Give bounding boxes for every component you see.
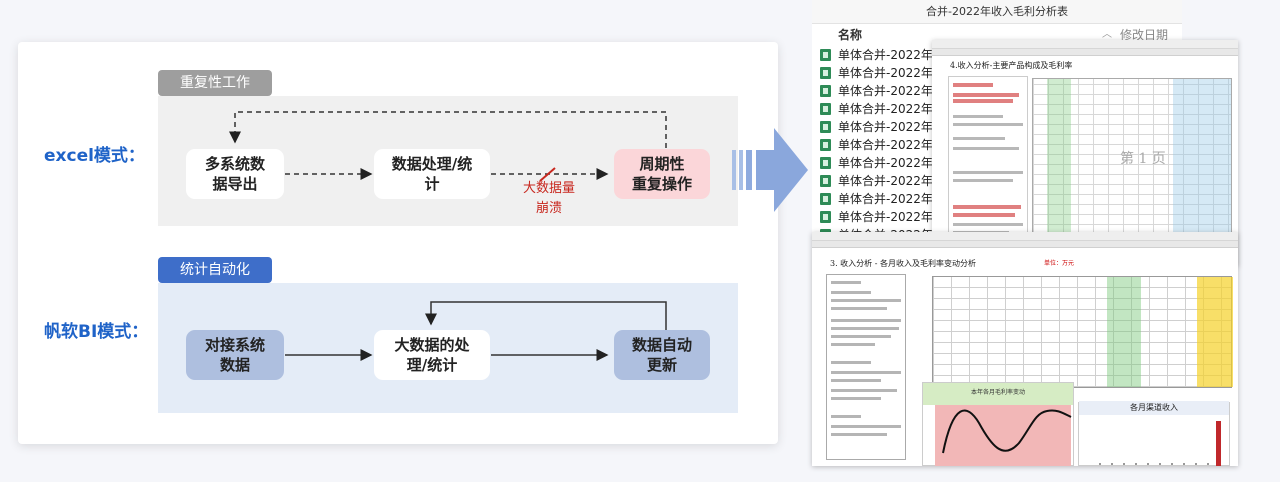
file-item[interactable]: 单体合并-2022年1月 [812, 46, 1182, 64]
file-item[interactable]: 单体合并-2022年8月 [812, 172, 1182, 190]
repetitive-work-tag: 重复性工作 [158, 70, 272, 96]
sheet1-data-table [1032, 78, 1232, 256]
transition-arrow-icon [732, 128, 808, 212]
excel-file-icon [820, 175, 831, 187]
spreadsheet-preview-product-margin: 4.收入分析-主要产品构成及毛利率 第 1 页 [932, 40, 1238, 266]
excel-file-icon [820, 121, 831, 133]
file-name: 单体合并-2022年9月 [838, 192, 953, 206]
channel-revenue-bar [1216, 421, 1221, 466]
monthly-margin-curve [942, 409, 1072, 454]
file-item[interactable]: 单体合并-2022年6月 [812, 136, 1182, 154]
excel-file-icon [820, 211, 831, 223]
file-item[interactable]: 单体合并-2022年2月 [812, 64, 1182, 82]
channel-revenue-chart: 各月渠道收入 [1078, 401, 1230, 466]
file-item[interactable]: 单体合并-2022年9月 [812, 190, 1182, 208]
sheet2-title: 3. 收入分析 - 各月收入及毛利率变动分析 [830, 259, 976, 268]
file-item[interactable]: 单体合并-2022年10月 [812, 208, 1182, 226]
sheet2-unit: 单位：万元 [1044, 260, 1075, 267]
column-modified-date[interactable]: 修改日期 [1120, 28, 1169, 42]
excel-file-icon [820, 49, 831, 61]
node-auto-update: 数据自动 更新 [614, 330, 710, 380]
big-data-collapse-label: 大数据量 崩溃 [523, 181, 576, 216]
file-item[interactable]: 单体合并-2022年4月 [812, 100, 1182, 118]
channel-revenue-chart-title: 各月渠道收入 [1079, 401, 1229, 415]
file-name: 单体合并-2022年6月 [838, 138, 953, 152]
excel-file-icon [820, 85, 831, 97]
collapse-strike [539, 167, 556, 182]
monthly-margin-chart-title: 本年各月毛利率变动 [970, 389, 1025, 396]
excel-file-icon [820, 67, 831, 79]
excel-mode-label: excel模式： [44, 146, 145, 166]
formula-bar-2 [812, 232, 1238, 241]
window-title: 合并-2022年收入毛利分析表 [812, 0, 1182, 24]
file-name: 单体合并-2022年3月 [838, 84, 953, 98]
page-watermark: 第 1 页 [1120, 151, 1166, 167]
node-periodic-repeat: 周期性 重复操作 [614, 149, 710, 199]
excel-loop-arrow [229, 111, 667, 148]
file-list-header: 名称 ︿ 修改日期 [812, 24, 1182, 46]
file-name: 单体合并-2022年8月 [838, 174, 953, 188]
node-multi-system-export: 多系统数 据导出 [186, 149, 284, 199]
bi-loop-arrow [425, 301, 667, 330]
node-system-integration: 对接系统 数据 [186, 330, 284, 380]
diagram-connectors [229, 111, 667, 361]
sheet2-data-table [932, 276, 1233, 388]
file-name: 单体合并-2022年1月 [838, 48, 953, 62]
file-name: 单体合并-2022年4月 [838, 102, 953, 116]
sheet2-notes-box [826, 274, 906, 460]
file-name: 单体合并-2022年5月 [838, 120, 953, 134]
file-item[interactable]: 单体合并-2022年5月 [812, 118, 1182, 136]
sheet1-notes-box [948, 76, 1028, 254]
node-data-processing: 数据处理/统 计 [374, 149, 490, 199]
automation-tag: 统计自动化 [158, 257, 272, 283]
column-name[interactable]: 名称 [838, 28, 863, 42]
sheet1-title: 4.收入分析-主要产品构成及毛利率 [950, 61, 1073, 70]
file-item[interactable]: 单体合并-2022年7月 [812, 154, 1182, 172]
monthly-margin-chart: 本年各月毛利率变动 [922, 382, 1074, 466]
column-header-row [932, 49, 1238, 56]
bi-mode-label: 帆软BI模式： [44, 322, 149, 342]
formula-bar [932, 40, 1238, 49]
file-name: 单体合并-2022年7月 [838, 156, 953, 170]
file-item[interactable]: 单体合并-2022年3月 [812, 82, 1182, 100]
node-big-data-processing: 大数据的处 理/统计 [374, 330, 490, 380]
file-name: 单体合并-2022年2月 [838, 66, 953, 80]
file-name: 单体合并-2022年10月 [838, 210, 961, 224]
excel-file-icon [820, 103, 831, 115]
excel-file-icon [820, 157, 831, 169]
excel-file-icon [820, 139, 831, 151]
column-header-row-2 [812, 241, 1238, 248]
chevron-up-icon[interactable]: ︿ [1102, 29, 1112, 40]
spreadsheet-preview-monthly-margin: 3. 收入分析 - 各月收入及毛利率变动分析 单位：万元 本年各月毛利率变动 各… [812, 232, 1238, 466]
excel-file-icon [820, 193, 831, 205]
process-comparison-diagram: 重复性工作 统计自动化 excel模式： 帆软BI模式： 多系统数 据导出 数据… [18, 42, 778, 444]
